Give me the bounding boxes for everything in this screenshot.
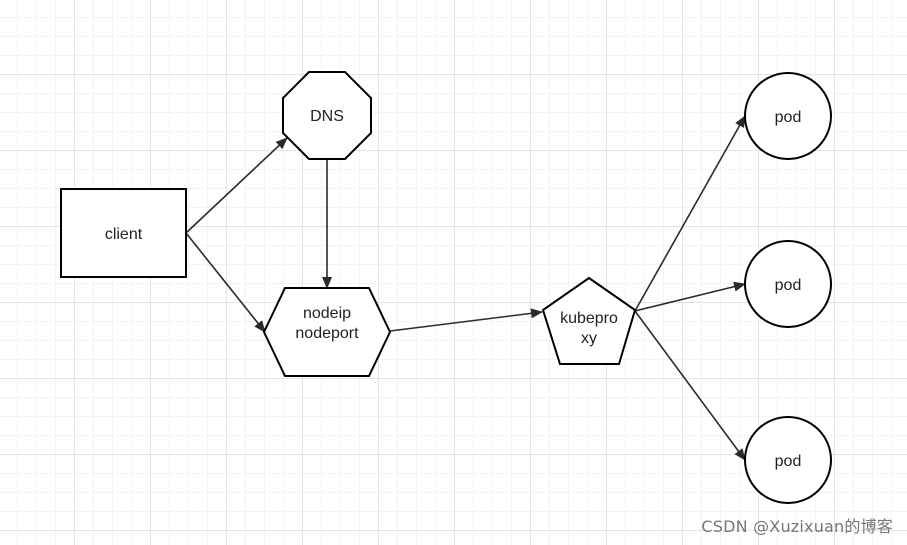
pod-2-label: pod xyxy=(775,277,802,294)
kubeproxy-label-line2: xy xyxy=(581,330,597,347)
pod-1-circle xyxy=(744,72,832,160)
dns-octagon xyxy=(282,71,372,160)
node-dns[interactable]: DNS xyxy=(282,71,372,160)
client-label: client xyxy=(105,226,143,243)
edge-kubeproxy-pod2 xyxy=(634,281,746,312)
edge-kubeproxy-pod3 xyxy=(634,310,746,461)
node-pod-3[interactable]: pod xyxy=(744,416,832,504)
pod-3-label: pod xyxy=(775,453,802,470)
edge-client-dns xyxy=(185,137,288,234)
edge-nodeip-kubeproxy xyxy=(389,308,543,332)
pod-1-label: pod xyxy=(775,109,802,126)
nodeip-label-line2: nodeport xyxy=(295,325,359,342)
nodeip-hexagon xyxy=(262,287,392,377)
watermark: CSDN @Xuzixuan的博客 xyxy=(701,517,893,536)
edge-client-nodeip xyxy=(185,232,266,333)
kubeproxy-label-line1: kubepro xyxy=(560,310,618,327)
client-rectangle xyxy=(60,188,187,278)
edges xyxy=(185,115,746,461)
pod-2-circle xyxy=(744,240,832,328)
pod-3-circle xyxy=(744,416,832,504)
nodeip-label-line1: nodeip xyxy=(303,305,351,322)
edge-kubeproxy-pod1 xyxy=(634,115,746,312)
kubeproxy-pentagon xyxy=(541,276,637,365)
node-pod-2[interactable]: pod xyxy=(744,240,832,328)
node-nodeip[interactable]: nodeip nodeport xyxy=(262,287,392,377)
dns-label: DNS xyxy=(310,108,344,125)
node-client[interactable]: client xyxy=(60,188,187,278)
node-pod-1[interactable]: pod xyxy=(744,72,832,160)
node-kubeproxy[interactable]: kubepro xy xyxy=(541,276,637,365)
